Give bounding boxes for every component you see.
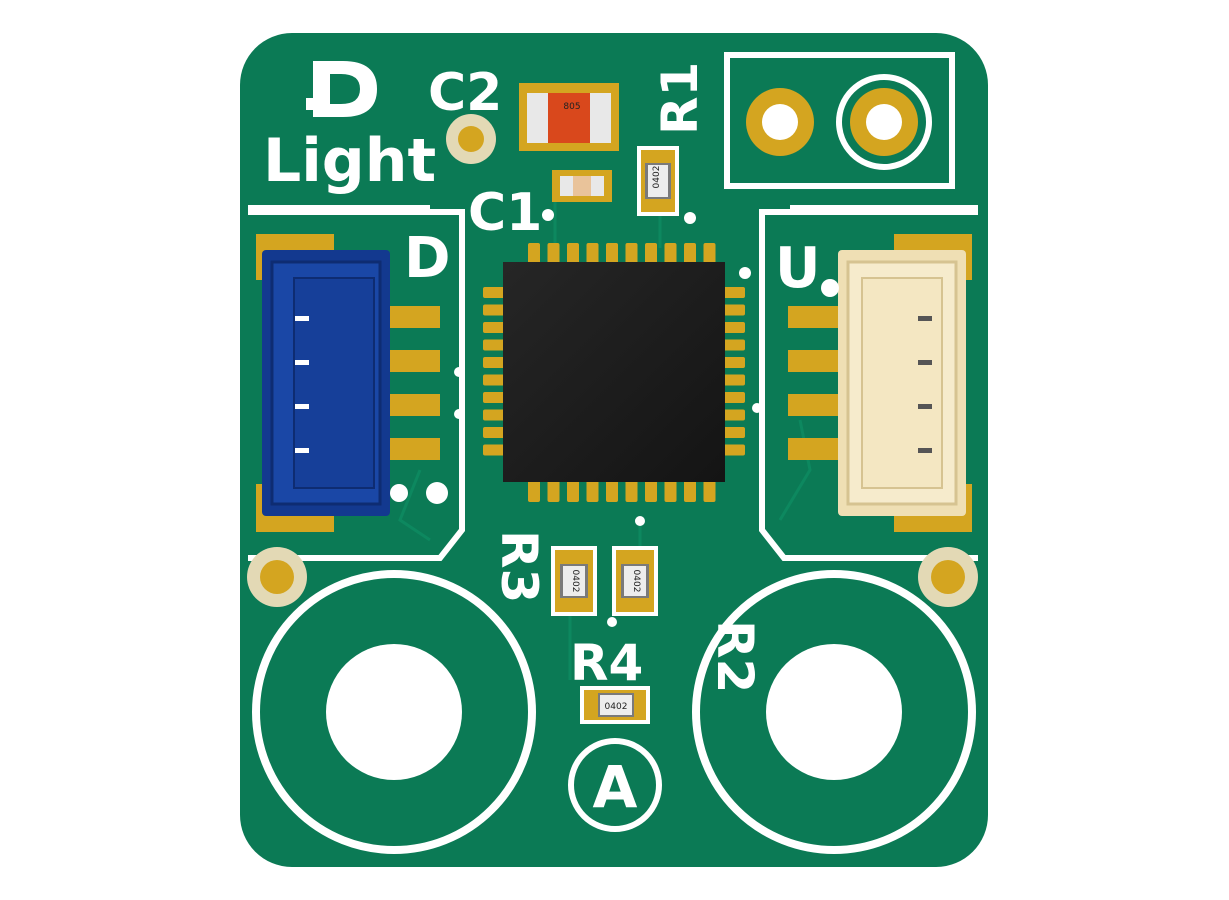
- chip-pad: [664, 478, 677, 502]
- chip-pad: [684, 478, 696, 502]
- copper-traces: [398, 200, 812, 680]
- down-connector-outline: [248, 209, 465, 561]
- chip-pad: [721, 304, 745, 316]
- via-small: [542, 209, 554, 221]
- via-small: [454, 367, 464, 377]
- chip-pad: [483, 427, 507, 438]
- chip-pad: [625, 243, 638, 267]
- chip-pad: [625, 478, 638, 502]
- r4-resistor: 0402: [580, 686, 650, 724]
- chip-pad: [721, 392, 745, 403]
- r1-label: R1: [651, 62, 709, 135]
- side-via-left: [247, 547, 307, 607]
- chip-pad: [567, 243, 579, 267]
- c1-label: C1: [468, 183, 542, 243]
- chip-pad: [483, 339, 507, 351]
- via-small: [607, 617, 617, 627]
- chip-pad: [483, 304, 507, 316]
- chip-pads: [483, 243, 745, 502]
- chip-pad: [547, 243, 560, 267]
- c2-package-mark: 805: [563, 102, 580, 112]
- chip-pad: [606, 478, 618, 502]
- chip-pad: [721, 427, 745, 438]
- chip-pad: [721, 357, 745, 368]
- chip-pad: [721, 339, 745, 351]
- via-small: [684, 212, 696, 224]
- via-small: [635, 516, 645, 526]
- r1-package-mark: 0402: [652, 166, 662, 189]
- via-c2: [458, 126, 484, 152]
- chip-pad: [547, 478, 560, 502]
- chip-pad: [721, 287, 745, 298]
- side-via-right: [918, 547, 978, 607]
- c2-capacitor: 805: [519, 83, 619, 151]
- chip-pad: [721, 322, 745, 333]
- via-small: [454, 409, 464, 419]
- down-connector: [262, 250, 390, 516]
- logo-text: Light: [263, 126, 436, 196]
- address-label: A: [593, 753, 638, 821]
- chip-pad: [721, 444, 745, 456]
- chip-pad: [586, 243, 599, 267]
- r1-resistor: 0402: [637, 146, 679, 216]
- r2-resistor: 0402: [612, 546, 658, 616]
- chip-pad: [528, 243, 540, 267]
- via: [390, 484, 408, 502]
- chip-pad: [483, 287, 507, 298]
- r3-label: R3: [490, 530, 548, 603]
- microcontroller-chip: [503, 262, 725, 482]
- up-connector-outline: [759, 209, 978, 561]
- r3-resistor: 0402: [551, 546, 597, 616]
- chip-pad: [721, 374, 745, 386]
- r2-label: R2: [706, 620, 764, 693]
- chip-pad: [684, 243, 696, 267]
- r2-package-mark: 0402: [631, 570, 641, 593]
- chip-pad: [721, 409, 745, 421]
- chip-pad: [703, 243, 716, 267]
- power-header: [724, 52, 955, 189]
- chip-pad: [645, 478, 657, 502]
- down-port-label: D: [404, 226, 450, 291]
- via-small: [739, 267, 751, 279]
- c2-label: C2: [428, 63, 502, 123]
- r3-package-mark: 0402: [570, 570, 580, 593]
- up-connector: [838, 250, 966, 516]
- via-small: [752, 403, 762, 413]
- via: [821, 279, 839, 297]
- chip-pad: [586, 478, 599, 502]
- address-marker-ring: [568, 738, 662, 832]
- chip-pad: [664, 243, 677, 267]
- via: [426, 482, 448, 504]
- mounting-hole-right: [692, 570, 976, 854]
- chip-pad: [528, 478, 540, 502]
- chip-pad: [645, 243, 657, 267]
- r4-label: R4: [570, 634, 643, 692]
- chip-pad: [483, 392, 507, 403]
- chip-pad: [483, 322, 507, 333]
- mounting-hole-left: [252, 570, 536, 854]
- d-logo-icon: [306, 61, 377, 117]
- chip-pad: [703, 478, 716, 502]
- chip-pad: [483, 444, 507, 456]
- chip-pad: [483, 409, 507, 421]
- c1-capacitor: [552, 170, 612, 202]
- r4-package-mark: 0402: [605, 702, 628, 712]
- up-port-label: U: [775, 236, 820, 301]
- chip-pad: [567, 478, 579, 502]
- chip-pad: [483, 357, 507, 368]
- chip-pad: [483, 374, 507, 386]
- chip-pad: [606, 243, 618, 267]
